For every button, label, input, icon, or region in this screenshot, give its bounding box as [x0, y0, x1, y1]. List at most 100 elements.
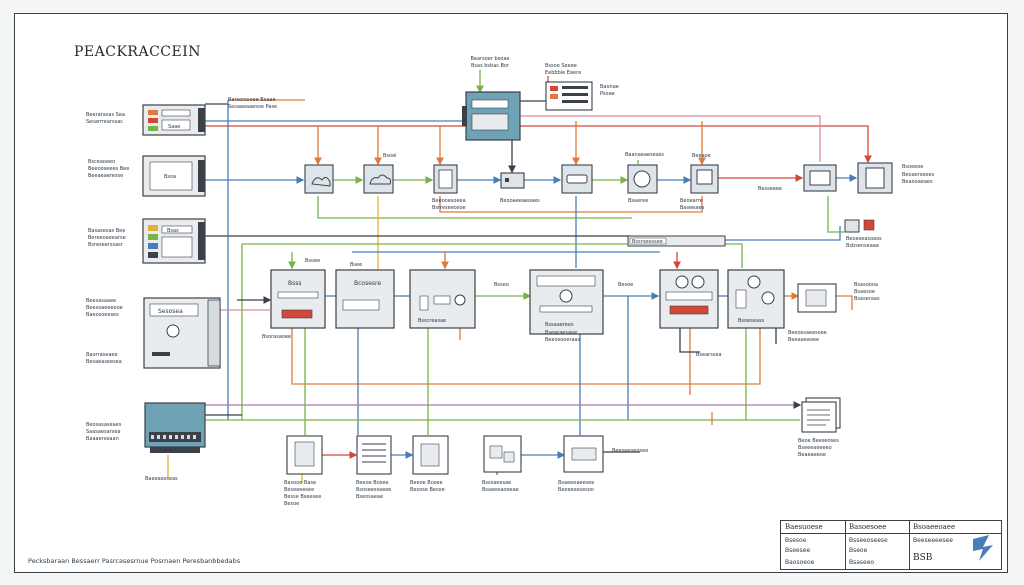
- bar-node[interactable]: Bssrseessee: [627, 235, 726, 247]
- panel-caption: Baonae: [600, 84, 619, 90]
- title-block-cell: Bsaseeo: [849, 559, 875, 566]
- row2-right-label: Bsaseraas: [854, 296, 880, 302]
- row2-right-label: Bsaesoe: [854, 289, 875, 295]
- company-logo: [973, 535, 993, 561]
- central-hub[interactable]: Bssaaerees: [529, 269, 604, 335]
- top-center-label: Bsas bsbas Bor: [471, 63, 510, 69]
- top-panel[interactable]: [545, 81, 593, 111]
- diagram-title: PEACKRACCEIN: [74, 44, 201, 60]
- server-unit[interactable]: Saae: [142, 104, 206, 136]
- bottom-caption: Beseeeesee: [284, 487, 314, 493]
- left-label: Beerarasas Sea: [86, 112, 125, 118]
- left-label: Baaaerseaan: [86, 436, 119, 442]
- row2-title: Bsoee: [305, 258, 320, 264]
- title-block-cell: Bseoe: [849, 547, 868, 554]
- cloud-node[interactable]: [627, 164, 658, 194]
- bottom-caption: Bsaeeeaoeeae: [482, 487, 519, 493]
- monitor-node[interactable]: [690, 164, 719, 194]
- left-label: Besaeaseesea: [86, 359, 122, 365]
- node-caption: Beooaeeaeoaes: [500, 198, 540, 204]
- file-node[interactable]: [412, 435, 449, 475]
- connector-line: [520, 115, 821, 162]
- right-label: Beaooaeaes: [902, 179, 933, 185]
- title-block: Baesuoese Bsesoe Bseesee Baosoeoe Basoes…: [780, 520, 1002, 570]
- row2-caption: Beeosooeraas: [545, 337, 581, 343]
- process-node[interactable]: [304, 164, 334, 194]
- document-box[interactable]: [797, 283, 837, 313]
- bar-label: Bssrseessee: [632, 239, 663, 245]
- doc-caption: Bseeeaeeeeo: [798, 445, 832, 451]
- title-block-code: BSB: [913, 553, 933, 563]
- left-label: Bsceaoeeo: [88, 159, 115, 165]
- right-label: Bsoeeoe: [902, 164, 923, 170]
- left-right-label: Sesaaeaaesoe Pase: [228, 104, 277, 110]
- top-center-label: Bearsoer bsoae: [471, 56, 510, 62]
- connector-line: [317, 196, 632, 219]
- list-node[interactable]: [356, 435, 392, 475]
- node-caption: Besseaee: [758, 186, 782, 192]
- node-caption: Bsaeree: [628, 198, 648, 204]
- storage-rack[interactable]: [144, 402, 206, 453]
- left-label: Beeaeaeresse: [88, 173, 123, 179]
- box-title: Bsoeseass: [738, 318, 765, 324]
- bottom-caption: Bsoseessaeee: [356, 487, 391, 493]
- server-node[interactable]: [803, 164, 837, 192]
- switch-node[interactable]: [500, 172, 525, 189]
- server-label: Bsoa: [164, 174, 176, 180]
- node-caption: Beoeseasoaos: [846, 236, 882, 242]
- doc-caption: Beoe Beeseoses: [798, 438, 839, 444]
- connector-line: [439, 196, 703, 213]
- document-node[interactable]: [433, 164, 458, 194]
- row2-caption: Beeaaeaoee: [788, 337, 819, 343]
- row2-caption: Bsearssea: [696, 352, 722, 358]
- box-title: Bcosesre: [354, 280, 381, 287]
- node-caption: Beoearre: [680, 198, 703, 204]
- small-node[interactable]: [844, 219, 875, 233]
- terminal-node[interactable]: [857, 162, 893, 194]
- node-caption: Baanaeaeseass: [625, 152, 664, 158]
- drive-node[interactable]: [563, 435, 604, 473]
- router-node[interactable]: [561, 164, 593, 194]
- panel-caption: Psoae: [600, 91, 615, 97]
- cloud-node[interactable]: [363, 164, 394, 194]
- process-box[interactable]: Bcosesre: [335, 269, 395, 329]
- bottom-caption: Beeeesesesoo: [558, 487, 594, 493]
- row2-title: Bsee: [350, 262, 362, 268]
- bundle-node[interactable]: [483, 435, 522, 473]
- top-server[interactable]: [462, 91, 521, 141]
- left-label: Baeosoeeses: [86, 312, 119, 318]
- left-label: Basasesas Bee: [88, 228, 125, 234]
- connector-line: [836, 295, 853, 310]
- box-title: Bsscreasae: [418, 318, 446, 324]
- document-stack[interactable]: [801, 397, 841, 433]
- left-label: Baeeaesseas: [145, 476, 178, 482]
- top-right-label: Bssoe Seeee: [545, 63, 577, 69]
- process-box[interactable]: Bsscreasae: [409, 269, 476, 329]
- server-cabinet[interactable]: Sesosea: [143, 297, 221, 369]
- title-block-cell: Beeseeeesee: [913, 537, 953, 544]
- process-box[interactable]: Bsss: [270, 269, 326, 329]
- left-label: Bereeoaeearse: [88, 235, 126, 241]
- title-block-heading: Bsoaeeoaee: [913, 523, 956, 531]
- server-unit[interactable]: Bsoa: [142, 155, 206, 197]
- title-block-cell: Bsesoe: [785, 537, 807, 544]
- bottom-caption: Bsaeeeaeesee: [558, 480, 594, 486]
- right-label: Beoaerseees: [902, 172, 935, 178]
- bottom-caption: Basooe Base: [284, 480, 316, 486]
- process-box[interactable]: [659, 269, 719, 329]
- row2-title: Bsseo: [494, 282, 509, 288]
- bottom-caption: Besoe: [284, 501, 299, 507]
- doc-node[interactable]: [286, 435, 323, 475]
- connector-line: [205, 125, 872, 164]
- server-unit[interactable]: Bsas: [142, 218, 206, 264]
- row2-caption: Bsorasaoee: [262, 334, 291, 340]
- node-caption: Beeaoe: [692, 153, 711, 159]
- row2-caption: Bsearaesaoe: [545, 330, 577, 336]
- box-title: Bssaaerees: [545, 322, 574, 328]
- process-box[interactable]: Bsoeseass: [727, 269, 785, 329]
- connector-line: [827, 196, 844, 233]
- left-label: Beeooseees Bee: [88, 166, 129, 172]
